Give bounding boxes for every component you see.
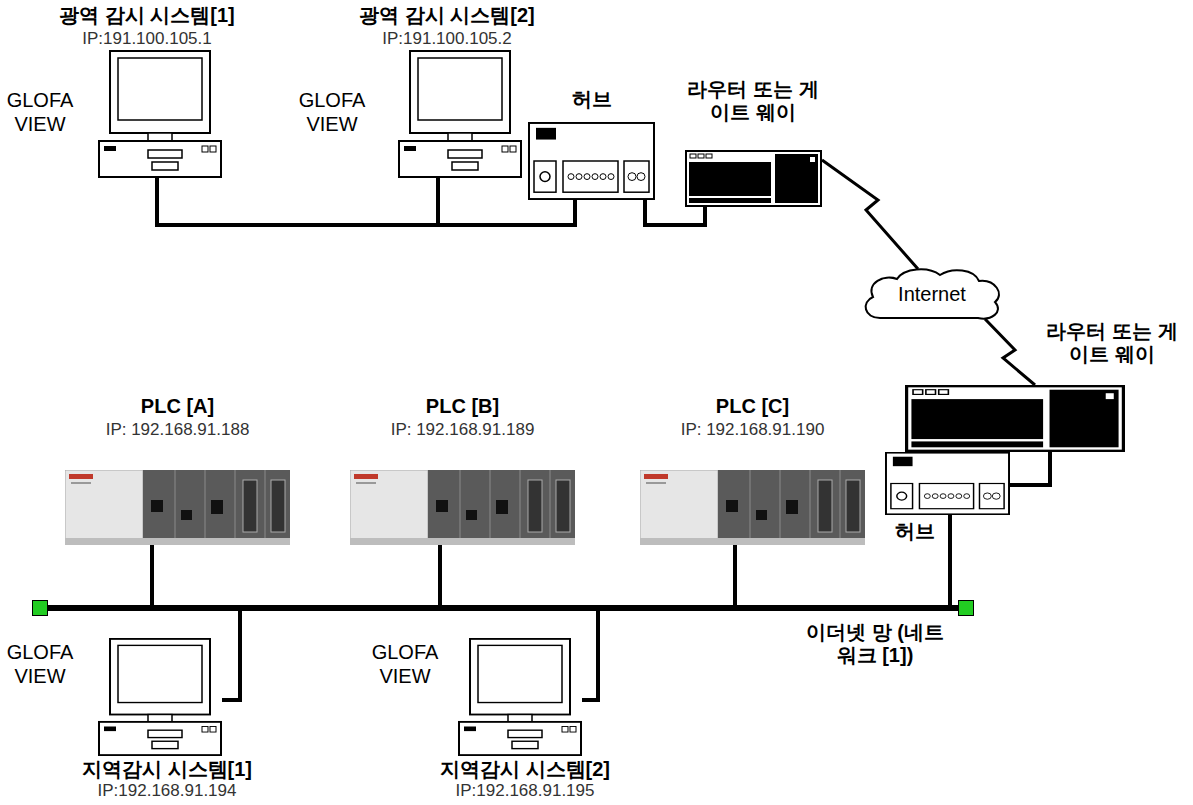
node-heading: 광역 감시 시스템[1] [30,4,264,27]
computer-symbol [458,638,582,756]
node-heading: 라우터 또는 게이트 웨이 [683,78,823,124]
ip-address: IP:191.100.105.2 [330,29,564,49]
software-label: GLOFA VIEW [4,640,76,688]
router-symbol [685,150,822,207]
network-cable [438,545,442,605]
node-heading: PLC [C] [640,395,865,418]
plc-symbol [640,470,865,545]
local-monitor: GLOFA VIEW지역감시 시스템[2]IP:192.168.91.195 [458,638,582,756]
ip-address: IP:192.168.91.195 [408,781,642,801]
node-heading: 허브 [890,520,940,543]
node-heading: 허브 [528,88,655,111]
computer-symbol [98,638,222,756]
node-heading: 지역감시 시스템[2] [408,758,642,781]
plc-symbol [65,470,290,545]
terminator [32,600,48,616]
ip-address: IP: 192.168.91.190 [640,420,865,440]
network-cable [150,545,154,605]
plc-unit: PLC [A]IP: 192.168.91.188 [65,470,290,545]
ip-address: IP: 192.168.91.189 [350,420,575,440]
network-cable [948,515,952,605]
plc-unit: PLC [C]IP: 192.168.91.190 [640,470,865,545]
ip-address: IP: 192.168.91.188 [65,420,290,440]
terminator [958,600,974,616]
computer-symbol [98,50,222,178]
plc-unit: PLC [B]IP: 192.168.91.189 [350,470,575,545]
hub-symbol [885,452,1010,515]
router-symbol [905,385,1125,452]
hub-box: 허브 [885,452,1010,515]
node-heading: 지역감시 시스템[1] [50,758,284,781]
node-heading: 라우터 또는 게이트 웨이 [1044,320,1180,366]
ethernet-bus: 이더넷 망 (네트워크 [1]) [40,605,966,611]
router-box: 라우터 또는 게이트 웨이 [905,385,1125,452]
hub-box: 허브 [528,122,655,200]
wide-area-monitor: 광역 감시 시스템[2]IP:191.100.105.2GLOFA VIEW [398,50,522,178]
ip-address: IP:192.168.91.194 [50,781,284,801]
computer-symbol [398,50,522,178]
wan-link [822,160,918,269]
network-label: 이더넷 망 (네트워크 [1]) [805,621,945,667]
node-heading: PLC [A] [65,395,290,418]
router-box: 라우터 또는 게이트 웨이 [685,150,822,207]
network-cable [582,611,598,700]
network-cable [733,545,737,605]
hub-symbol [528,122,655,200]
software-label: GLOFA VIEW [4,88,76,136]
network-cable [157,178,575,225]
local-monitor: GLOFA VIEW지역감시 시스템[1]IP:192.168.91.194 [98,638,222,756]
cloud-label: Internet [898,283,966,306]
node-heading: PLC [B] [350,395,575,418]
software-label: GLOFA VIEW [369,640,441,688]
network-cable [1010,452,1050,485]
internet-cloud: Internet [860,266,1004,322]
network-cable [222,611,240,700]
wide-area-monitor: 광역 감시 시스템[1]IP:191.100.105.1GLOFA VIEW [98,50,222,178]
plc-symbol [350,470,575,545]
node-heading: 광역 감시 시스템[2] [330,4,564,27]
wan-link [985,319,1035,385]
software-label: GLOFA VIEW [296,88,368,136]
ip-address: IP:191.100.105.1 [30,29,264,49]
